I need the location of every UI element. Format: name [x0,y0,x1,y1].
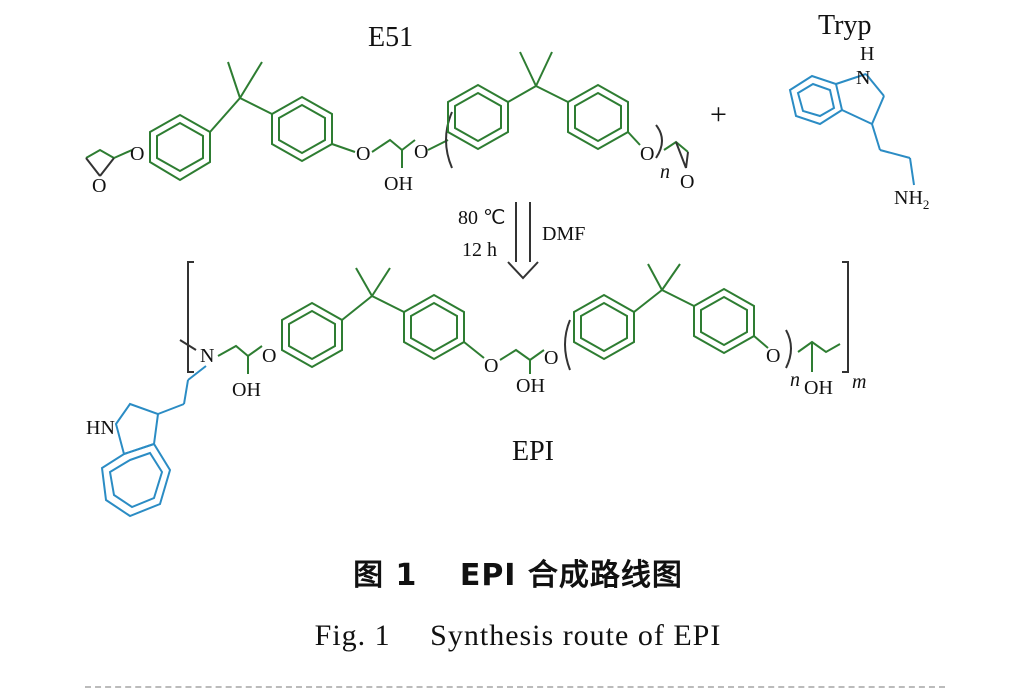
atom-oh-1: OH [384,173,413,195]
plus-sign: + [710,98,727,131]
atom-o-3: O [414,141,428,163]
atom-o-epi-1: O [262,345,276,367]
atom-oh-epi-2: OH [516,375,545,397]
atom-o-epox-right: O [680,171,694,193]
indole-substituent [100,365,207,518]
tryp-nh2: NH2 [894,187,929,212]
atom-o-epox-left: O [92,175,106,197]
tryptamine-structure [788,73,915,186]
atom-oh-epi-3: OH [804,377,833,399]
e51-structure [85,51,689,182]
reaction-arrow [507,202,539,280]
condition-time: 12 h [462,239,497,261]
atom-n-epi: N [200,345,214,367]
atom-o-4: O [640,143,654,165]
figure-caption-chinese: 图 1 EPI 合成路线图 [353,558,683,593]
scheme-labels: E51 Tryp + O O O OH O O n O H N NH2 80 ℃… [86,10,929,467]
atom-o-epi-4: O [766,345,780,367]
tryp-n: N [856,67,870,89]
atom-o-epi-2: O [484,355,498,377]
condition-solvent: DMF [542,223,585,245]
e51-label: E51 [368,22,413,53]
repeat-n-top: n [660,161,670,183]
atom-o-epi-3: O [544,347,558,369]
epi-structure [179,261,849,374]
figure-caption-english: Fig. 1 Synthesis route of EPI [314,619,722,652]
footer-divider [85,686,945,688]
tryp-label: Tryp [818,10,871,41]
atom-oh-epi-1: OH [232,379,261,401]
tryp-h: H [860,43,874,65]
condition-temp: 80 ℃ [458,207,505,229]
atom-o-1: O [130,143,144,165]
repeat-m: m [852,371,866,393]
epi-label: EPI [512,436,554,467]
atom-o-2: O [356,143,370,165]
repeat-n-bottom: n [790,369,800,391]
indole-hn: HN [86,417,115,439]
synthesis-scheme: E51 Tryp + O O O OH O O n O H N NH2 80 ℃… [85,10,929,518]
